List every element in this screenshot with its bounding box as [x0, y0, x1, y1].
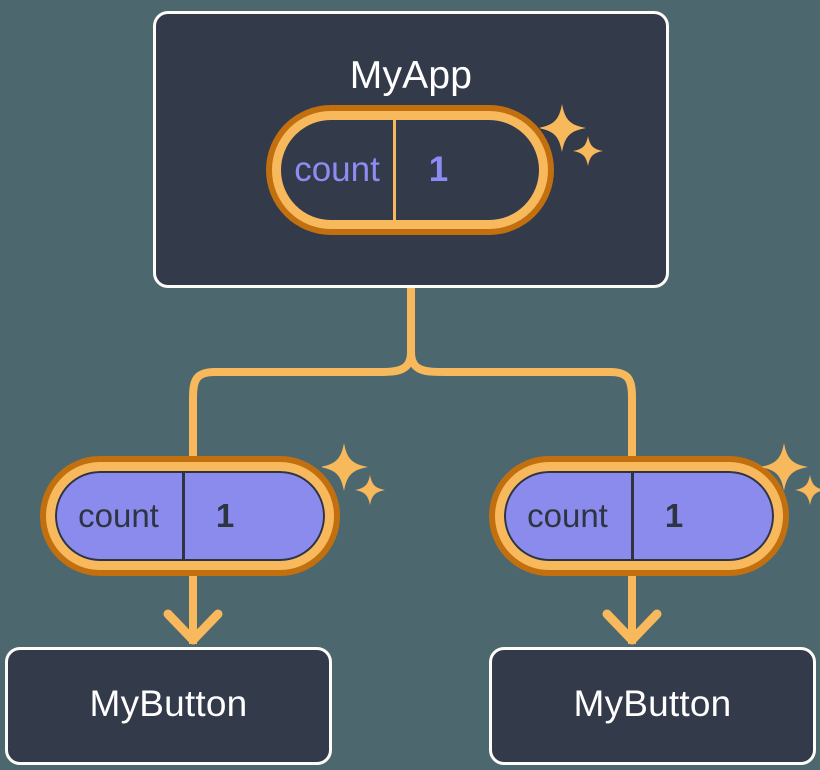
state-value-label: 1 — [215, 497, 235, 534]
state-key-label: count — [504, 471, 634, 561]
page-title: MyApp — [349, 54, 473, 97]
component-title: MyButton — [573, 683, 732, 724]
state-pill-child-right-inner: count 1 — [495, 462, 783, 570]
state-value-label: 1 — [664, 497, 684, 534]
sparkle-icon-small — [795, 475, 820, 505]
component-card-mybutton-left[interactable]: MyButton — [5, 647, 332, 765]
arrow-down-head-right — [602, 609, 662, 645]
state-pill-child-left[interactable]: count 1 — [40, 456, 340, 576]
component-card-mybutton-right[interactable]: MyButton — [489, 647, 816, 765]
state-key-label: count — [55, 471, 185, 561]
state-pill-root-inner: count 1 — [272, 111, 548, 229]
state-value-label: 1 — [428, 150, 449, 189]
state-pill-child-right[interactable]: count 1 — [489, 456, 789, 576]
state-pill-child-left-inner: count 1 — [46, 462, 334, 570]
arrow-down-head-left — [163, 609, 223, 645]
state-key-label: count — [281, 120, 396, 220]
sparkle-icon-small — [355, 475, 385, 505]
component-title: MyButton — [89, 683, 248, 724]
state-pill-root[interactable]: count 1 — [266, 105, 554, 235]
